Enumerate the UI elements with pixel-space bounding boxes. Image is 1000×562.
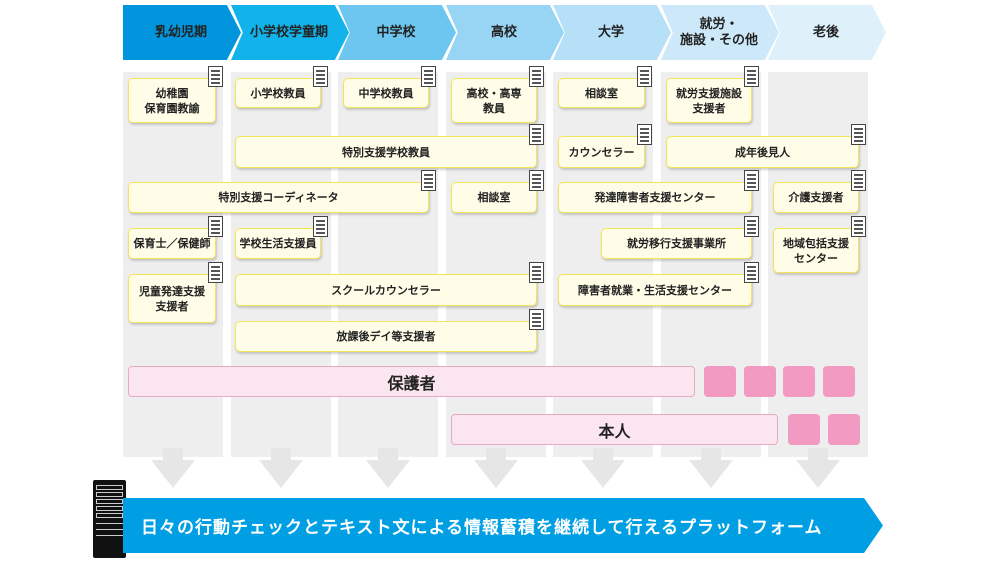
box-nursery: 保育士／保健師 — [128, 216, 223, 259]
document-icon — [851, 124, 866, 145]
document-icon — [208, 262, 223, 283]
box-univ-counsel: 相談室 — [558, 66, 652, 108]
self-square — [788, 414, 820, 445]
box-elementary: 小学校教員 — [235, 66, 328, 108]
document-icon — [637, 66, 652, 87]
document-icon — [851, 216, 866, 237]
document-icon — [208, 216, 223, 237]
document-icon — [313, 216, 328, 237]
down-arrow-icon — [259, 448, 303, 488]
stage-label: 高校 — [490, 24, 517, 40]
box-special-coordinator: 特別支援コーディネータ — [128, 170, 436, 213]
document-icon — [637, 124, 652, 145]
stage-header: 中学校 — [338, 5, 456, 60]
box-junior-high: 中学校教員 — [343, 66, 436, 108]
guardian-bar: 保護者 — [128, 366, 695, 397]
stage-label: 大学 — [597, 24, 624, 40]
box-child-dev: 児童発達支援 支援者 — [128, 262, 223, 323]
guardian-square — [744, 366, 776, 397]
box-school-counselor: スクールカウンセラー — [235, 262, 544, 306]
down-arrow-icon — [474, 448, 518, 488]
document-icon — [208, 66, 223, 87]
document-icon — [529, 124, 544, 145]
stage-header: 大学 — [553, 5, 671, 60]
box-high-school: 高校・高専 教員 — [451, 66, 544, 123]
box-dev-center: 発達障害者支援センター — [558, 170, 759, 213]
box-school-life: 学校生活支援員 — [235, 216, 328, 259]
stage-column — [338, 72, 438, 457]
document-icon — [744, 262, 759, 283]
document-icon — [529, 309, 544, 330]
document-icon — [744, 170, 759, 191]
guardian-square — [783, 366, 815, 397]
down-arrow-icon — [796, 448, 840, 488]
document-icon — [529, 262, 544, 283]
stage-column — [231, 72, 331, 457]
box-employment-support: 就労支援施設 支援者 — [666, 66, 759, 123]
down-arrow-icon — [689, 448, 733, 488]
stage-label: 就労・ 施設・その他 — [679, 16, 758, 48]
document-icon — [851, 170, 866, 191]
server-icon — [93, 480, 126, 558]
box-hs-counsel: 相談室 — [451, 170, 544, 213]
stage-label: 中学校 — [376, 24, 416, 40]
box-guardian-adult: 成年後見人 — [666, 124, 866, 168]
document-icon — [529, 170, 544, 191]
box-disability-center: 障害者就業・生活支援センター — [558, 262, 759, 306]
stage-header: 小学校学童期 — [231, 5, 349, 60]
stage-header: 就労・ 施設・その他 — [661, 5, 779, 60]
platform-banner: 日々の行動チェックとテキスト文による情報蓄積を継続して行えるプラットフォーム — [123, 498, 883, 553]
down-arrow-icon — [151, 448, 195, 488]
stage-label: 老後 — [812, 24, 839, 40]
box-special-school: 特別支援学校教員 — [235, 124, 544, 168]
document-icon — [744, 216, 759, 237]
self-bar: 本人 — [451, 414, 778, 445]
document-icon — [421, 66, 436, 87]
guardian-square — [704, 366, 736, 397]
box-kindergarten: 幼稚園 保育園教諭 — [128, 66, 223, 123]
document-icon — [313, 66, 328, 87]
box-counselor: カウンセラー — [558, 124, 652, 168]
stage-header: 老後 — [768, 5, 886, 60]
document-icon — [529, 66, 544, 87]
stage-header: 乳幼児期 — [123, 5, 241, 60]
stage-header: 高校 — [446, 5, 564, 60]
document-icon — [421, 170, 436, 191]
document-icon — [744, 66, 759, 87]
stage-label: 乳幼児期 — [154, 24, 207, 40]
down-arrow-icon — [366, 448, 410, 488]
box-after-school: 放課後デイ等支援者 — [235, 309, 544, 352]
down-arrow-icon — [581, 448, 625, 488]
box-community-center: 地域包括支援センター — [773, 216, 866, 273]
box-transition: 就労移行支援事業所 — [601, 216, 759, 259]
box-care-support: 介護支援者 — [773, 170, 866, 213]
self-square — [828, 414, 860, 445]
guardian-square — [823, 366, 855, 397]
stage-label: 小学校学童期 — [249, 24, 328, 40]
